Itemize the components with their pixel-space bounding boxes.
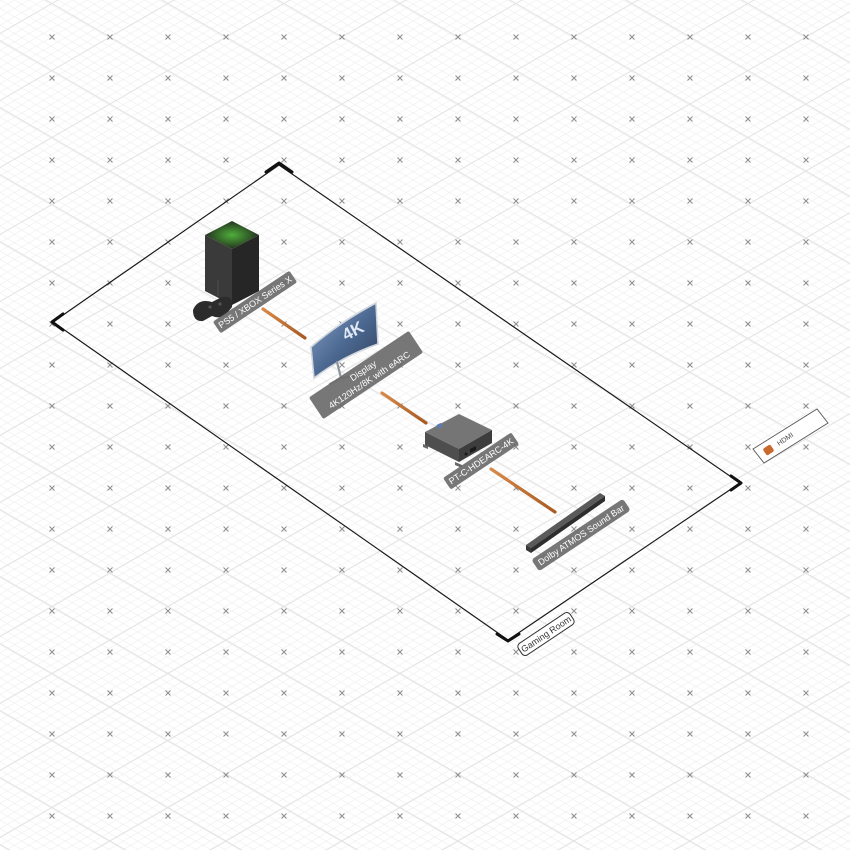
soundbar-icon[interactable] xyxy=(526,493,605,553)
hdmi-color-swatch xyxy=(763,444,774,456)
controller-icon xyxy=(193,296,233,322)
game-console-icon[interactable] xyxy=(193,221,259,322)
cable-display-extractor[interactable] xyxy=(380,391,428,425)
room-frame[interactable] xyxy=(50,161,743,643)
cable-extractor-soundbar[interactable] xyxy=(489,467,557,514)
cable-console-display[interactable] xyxy=(261,307,307,340)
hdmi-cables xyxy=(261,307,557,514)
legend[interactable]: HDMI xyxy=(752,408,829,464)
audio-extractor-icon[interactable] xyxy=(423,414,492,468)
